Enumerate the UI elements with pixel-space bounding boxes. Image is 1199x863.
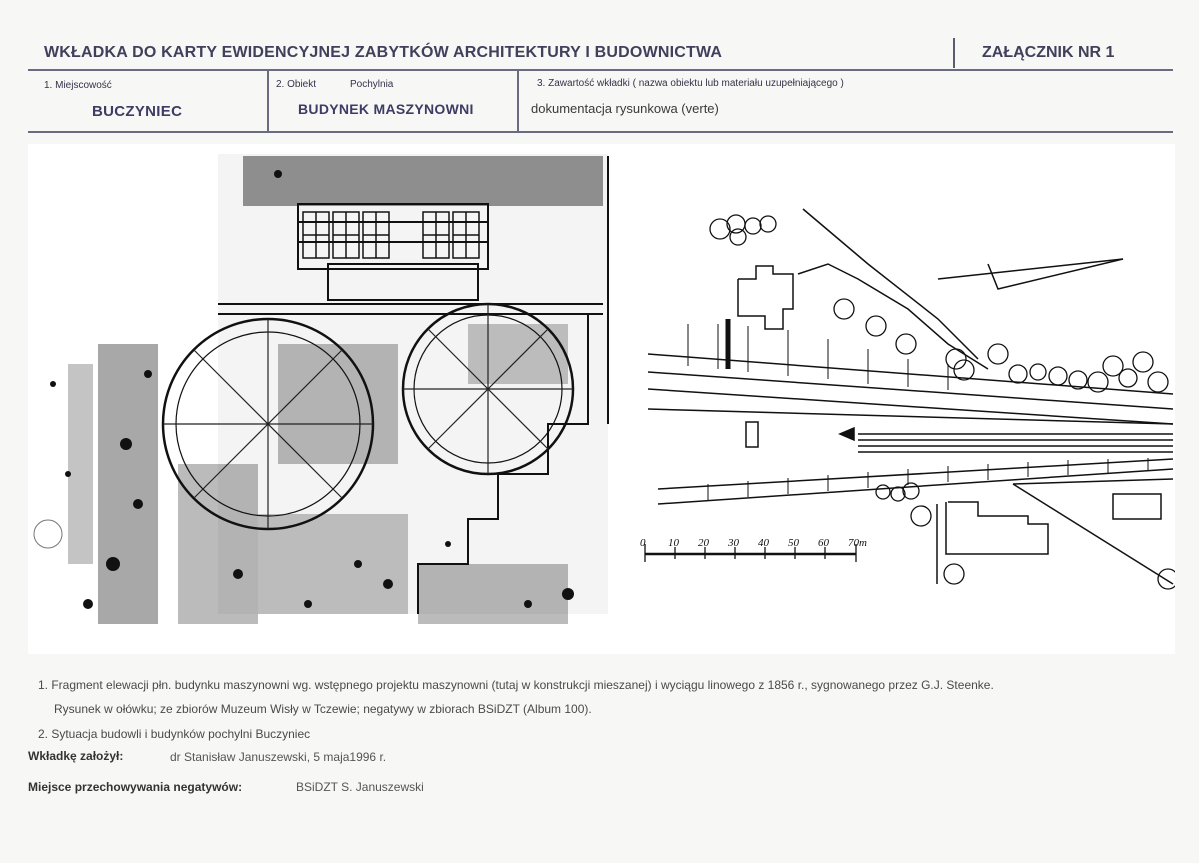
elevation-drawing-icon — [33, 154, 609, 624]
scale-label-0: 0 — [640, 537, 646, 549]
scale-label-50: 50 — [788, 537, 800, 549]
storage-value: BSiDZT S. Januszewski — [296, 780, 424, 794]
scale-labels: 0 10 20 30 40 50 60 70m — [640, 537, 867, 549]
caption-1: 1. Fragment elewacji płn. budynku maszyn… — [38, 678, 994, 692]
annex-number: ZAŁĄCZNIK NR 1 — [982, 44, 1115, 61]
locality-label: 1. Miejscowość — [44, 80, 112, 91]
object-label: 2. Obiekt — [276, 79, 317, 90]
site-plan-icon — [644, 208, 1175, 590]
scale-label-40: 40 — [758, 537, 770, 549]
author-label: Wkładkę założył: — [28, 749, 124, 763]
object-sublabel: Pochylnia — [350, 79, 394, 90]
scale-label-60: 60 — [818, 537, 830, 549]
annex-divider — [953, 38, 955, 68]
header-rule — [28, 69, 1173, 71]
figure-panel: 0 10 20 30 40 50 60 70m — [28, 144, 1175, 654]
object-value: BUDYNEK MASZYNOWNI — [298, 101, 474, 117]
author-value: dr Stanisław Januszewski, 5 maja1996 r. — [170, 750, 387, 764]
caption-2: 2. Sytuacja budowli i budynków pochylni … — [38, 727, 311, 741]
locality-value: BUCZYNIEC — [92, 103, 183, 120]
scale-label-20: 20 — [698, 537, 710, 549]
scale-label-10: 10 — [668, 537, 680, 549]
storage-label: Miejsce przechowywania negatywów: — [28, 780, 243, 794]
scale-label-30: 30 — [727, 537, 740, 549]
document-title: WKŁADKA DO KARTY EWIDENCYJNEJ ZABYTKÓW A… — [44, 44, 723, 61]
caption-1-cont: Rysunek w ołówku; ze zbiorów Muzeum Wisł… — [54, 702, 592, 716]
fields-bottom-rule — [28, 131, 1173, 133]
field-divider-2 — [517, 70, 519, 132]
content-label: 3. Zawartość wkładki ( nazwa obiektu lub… — [537, 78, 844, 89]
field-divider-1 — [267, 70, 269, 132]
content-value: dokumentacja rysunkowa (verte) — [531, 101, 719, 116]
scale-label-70m: 70m — [848, 537, 867, 549]
